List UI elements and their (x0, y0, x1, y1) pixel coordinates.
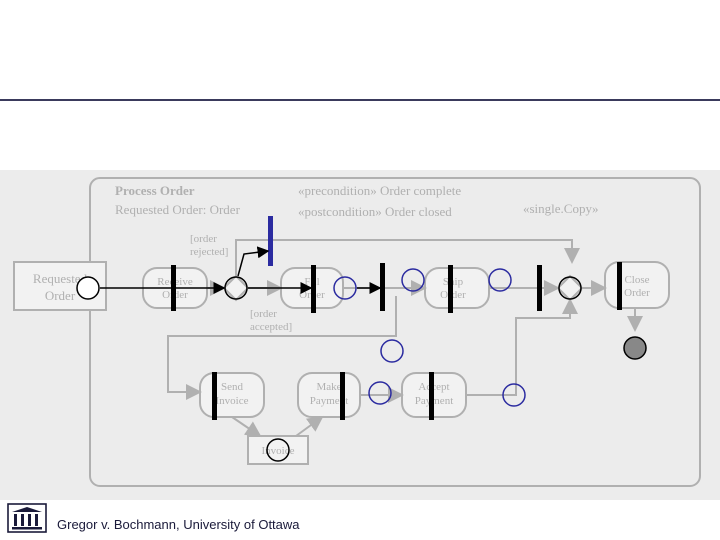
rejected-transition-bar (268, 216, 273, 266)
activity-frame (89, 177, 701, 487)
activity-title: Process Order (115, 183, 195, 198)
guard-rejected-1: [order (190, 233, 217, 245)
guard-rejected-2: rejected] (190, 246, 228, 258)
university-logo (7, 503, 47, 533)
edge-fill-invoice (167, 296, 397, 400)
place-blue (368, 381, 392, 405)
make-payment-label-1: Make (316, 381, 341, 393)
place-decision (224, 276, 248, 300)
guard-accepted-2: accepted] (250, 321, 292, 333)
close-order-label-2: Order (624, 287, 650, 299)
transition-bar (171, 265, 176, 311)
edge-rejected (235, 239, 580, 276)
transition-bar (429, 372, 434, 420)
invoice-label: Invoice (262, 445, 295, 457)
ship-order-label-2: Order (440, 289, 466, 301)
transition-bar (617, 262, 622, 310)
requested-order-label-2: Order (45, 288, 76, 303)
header-rule (0, 99, 720, 101)
place-final (623, 336, 647, 360)
place-blue (401, 268, 425, 292)
transition-bar (448, 265, 453, 313)
place-blue (502, 383, 526, 407)
transition-bar (537, 265, 542, 311)
ship-order-label-1: Ship (443, 276, 464, 288)
invoice-object (247, 435, 309, 465)
petri-net-overlay (76, 216, 647, 462)
edge-sendinvoice-invoice (231, 416, 262, 438)
ship-order-action (424, 267, 490, 309)
place-blue (380, 339, 404, 363)
place-blue (333, 276, 357, 300)
requested-order-label-1: Requested (33, 271, 88, 286)
activity-parameter: Requested Order: Order (115, 202, 241, 217)
place-invoice (266, 438, 290, 462)
edge-invoice-makepayment (295, 415, 324, 437)
transition-bar (212, 372, 217, 420)
footer-credit: Gregor v. Bochmann, University of Ottawa (57, 517, 300, 532)
send-invoice-label-2: Invoice (216, 395, 249, 407)
precondition-label: «precondition» Order complete (298, 183, 461, 198)
postcondition-label: «postcondition» Order closed (298, 204, 452, 219)
transition-bar (380, 263, 385, 311)
faded-uml-diagram (13, 177, 701, 487)
transition-bar (340, 372, 345, 420)
edge-payment-close (466, 298, 578, 396)
send-invoice-label-1: Send (221, 381, 244, 393)
place-merge (558, 276, 582, 300)
close-order-label-1: Close (624, 274, 649, 286)
place-blue (488, 268, 512, 292)
make-payment-label-2: Payment (310, 395, 349, 407)
guard-accepted-1: [order (250, 308, 277, 320)
merge-node (556, 274, 584, 302)
place-start (76, 276, 100, 300)
overlay-arc (237, 246, 270, 277)
transition-bar (311, 265, 316, 313)
decision-node (222, 274, 250, 302)
stereotype-label: «single.Copy» (523, 201, 598, 216)
